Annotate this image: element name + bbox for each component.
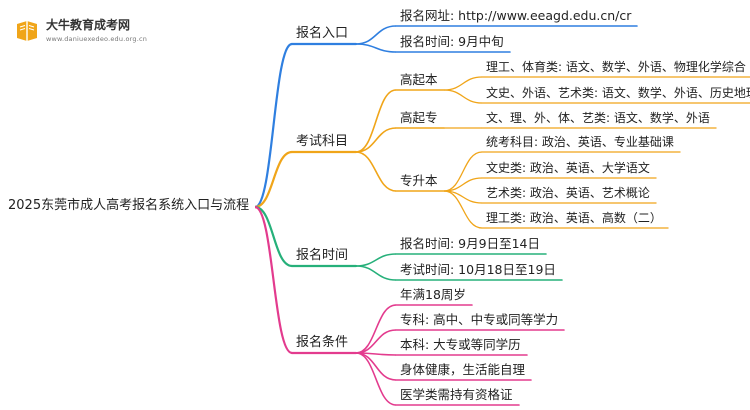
entry-time-edge: [355, 43, 397, 53]
gqb-arts: 文史、外语、艺术类: 语文、数学、外语、历史地理综合: [486, 86, 750, 100]
logo-book-icon: [17, 21, 37, 41]
subjects-zsb-edge: [355, 151, 397, 192]
subjects-gqb: 高起本: [400, 72, 438, 87]
zsb-liberal: 文史类: 政治、英语、大学语文: [486, 161, 650, 175]
logo-subtitle: www.daniuexedeo.edu.org.cn: [46, 35, 148, 43]
entry-url-edge: [355, 25, 397, 45]
root-node: 2025东莞市成人高考报名系统入口与流程: [8, 198, 250, 213]
branch-time: 报名时间: [296, 248, 349, 263]
cond-health: 身体健康，生活能自理: [400, 362, 526, 377]
branch-subjects: 考试科目: [296, 134, 349, 149]
entry-time: 报名时间: 9月中旬: [400, 34, 504, 49]
cond-health-edge: [355, 352, 397, 381]
time-exam: 考试时间: 10月18日至19日: [400, 262, 556, 277]
subjects-gqz-edge: [355, 127, 397, 153]
gqb-science-edge: [443, 76, 483, 91]
cond-college-edge: [355, 329, 397, 354]
mindmap-edges: [254, 25, 750, 406]
branch-conditions: 报名条件: [296, 335, 349, 350]
cond-college: 专科: 高中、中专或同等学力: [400, 312, 559, 327]
cond-medical-edge: [355, 352, 397, 406]
branch-conditions-edge: [254, 205, 293, 355]
zsb-science-edge: [443, 190, 483, 229]
cond-medical: 医学类需持有资格证: [400, 387, 513, 402]
zsb-unified-edge: [443, 151, 483, 192]
cond-age-edge: [355, 304, 397, 354]
site-logo: 大牛教育成考网 www.daniuexedeo.edu.org.cn: [14, 14, 164, 50]
cond-bachelor: 本科: 大专或等同学历: [400, 337, 521, 352]
zsb-science: 理工类: 政治、英语、高数（二）: [486, 211, 662, 225]
time-exam-edge: [355, 265, 397, 281]
subjects-gqz: 高起专: [400, 110, 438, 125]
time-register: 报名时间: 9月9日至14日: [400, 236, 540, 251]
branch-entry-edge: [254, 42, 293, 209]
cond-age: 年满18周岁: [400, 287, 466, 302]
gqb-arts-edge: [443, 89, 483, 104]
subjects-zsb: 专升本: [400, 173, 438, 188]
branch-entry: 报名入口: [296, 26, 349, 41]
gqb-science: 理工、体育类: 语文、数学、外语、物理化学综合: [486, 60, 746, 74]
branch-subjects-edge: [254, 150, 293, 209]
gqz-all: 文、理、外、体、艺类: 语文、数学、外语: [486, 111, 710, 125]
subjects-gqb-edge: [355, 89, 397, 153]
zsb-art: 艺术类: 政治、英语、艺术概论: [486, 186, 650, 200]
branch-time-edge: [254, 205, 293, 268]
logo-title: 大牛教育成考网: [46, 18, 131, 32]
zsb-unified: 统考科目: 政治、英语、专业基础课: [486, 135, 674, 149]
entry-url: 报名网址: http://www.eeagd.edu.cn/cr: [400, 8, 632, 23]
time-register-edge: [355, 253, 397, 267]
